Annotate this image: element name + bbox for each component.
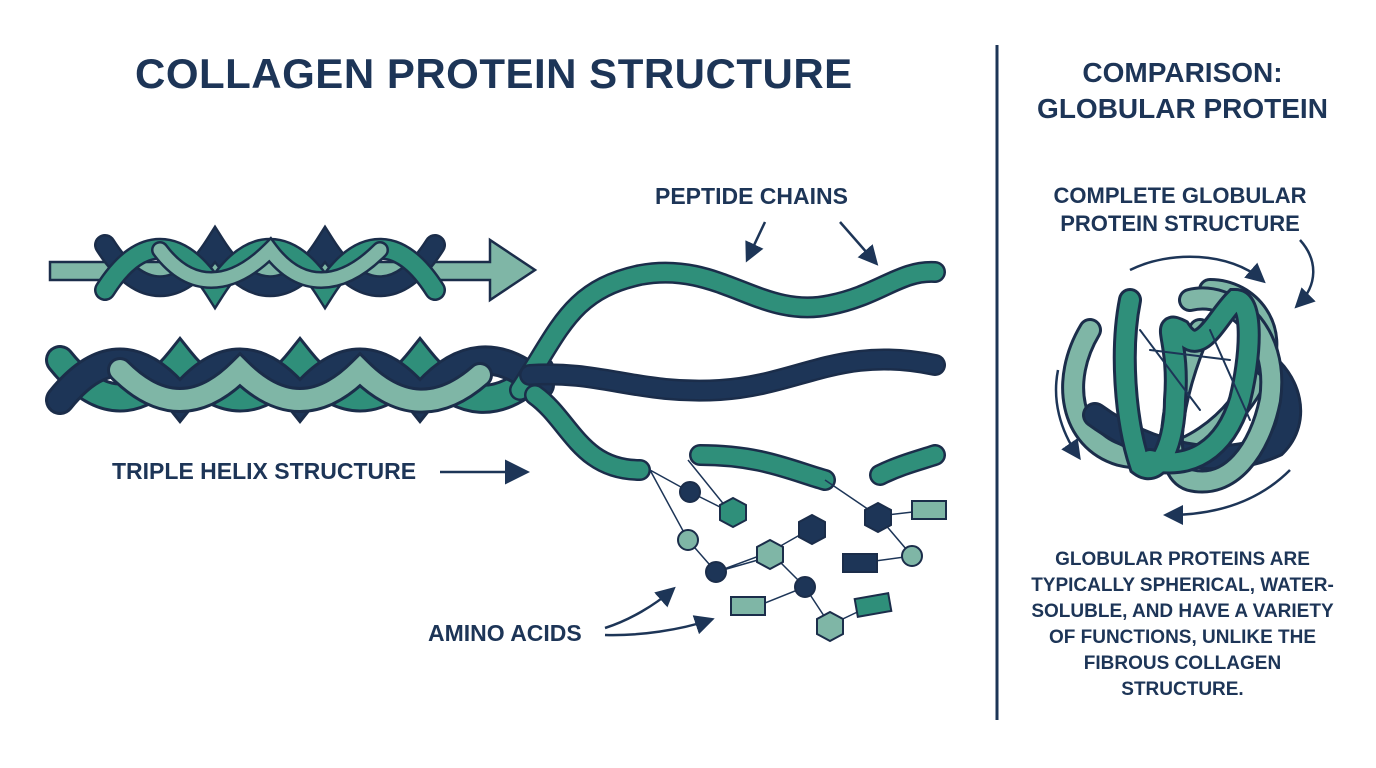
globular-structure-label: COMPLETE GLOBULAR PROTEIN STRUCTURE [1053,183,1307,236]
amino-acid-node [901,545,923,567]
page-title: COLLAGEN PROTEIN STRUCTURE [135,50,853,97]
amino-arrow-upper [604,586,676,630]
peptide-arrow-left [745,221,767,263]
amino-acid-rect [730,596,766,616]
amino-acid-node [705,561,727,583]
amino-acids [677,481,947,643]
amino-arrow-lower [604,615,715,637]
amino-acid-rect [853,592,893,618]
amino-acid-node [794,576,816,598]
amino-acid-hexagon [756,538,784,571]
peptide-chains-label: PEPTIDE CHAINS [655,183,848,209]
triple-helix-label: TRIPLE HELIX STRUCTURE [112,458,417,484]
amino-acid-node [677,529,699,551]
pointer-arrows [440,221,879,637]
amino-acid-hexagon [816,610,844,643]
main-triple-helix [45,336,555,424]
amino-acid-hexagon [798,513,826,546]
globular-description: GLOBULAR PROTEINS ARE TYPICALLY SPHERICA… [1031,549,1334,700]
amino-acid-hexagon [864,501,892,534]
amino-acid-node [679,481,701,503]
amino-acid-rect [842,553,878,573]
amino-acids-label: AMINO ACIDS [428,620,582,646]
triple-helix-arrow [48,224,538,311]
rotation-arrows [1054,239,1316,525]
amino-acid-hexagon [719,496,747,529]
comparison-title: COMPARISON: GLOBULAR PROTEIN [1037,57,1328,124]
globular-protein [1061,278,1303,494]
peptide-chains [509,260,946,491]
amino-acid-rect [911,500,947,520]
peptide-arrow-right [839,221,879,266]
